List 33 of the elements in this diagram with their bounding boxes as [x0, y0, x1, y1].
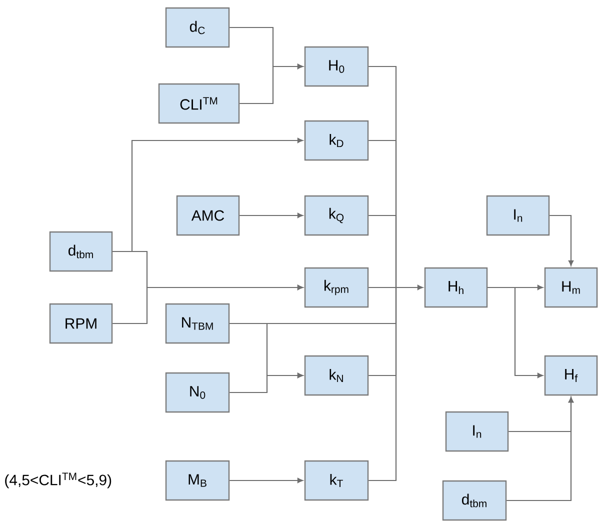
variable-box: I$_{n}$ — [486, 195, 550, 236]
variable-box: d$_{C}$ — [165, 7, 230, 48]
range-note: (4,5<CLI$^{TM}$<5,9) — [5, 472, 112, 488]
variable-box: H$_{m}$ — [544, 267, 598, 308]
variable-box: k$_{N}$ — [304, 355, 369, 396]
arrow — [230, 372, 303, 394]
variable-box: k$_{Q}$ — [304, 195, 369, 236]
variable-box: k$_{T}$ — [304, 460, 369, 501]
arrow — [488, 286, 543, 378]
variable-box: H$_{0}$ — [304, 46, 369, 87]
arrow — [240, 212, 303, 218]
arrow — [550, 214, 574, 266]
variable-box: H$_{f}$ — [544, 355, 598, 396]
connector-line — [368, 288, 397, 482]
variable-box: d$_{tbm}$ — [49, 231, 113, 272]
variable-box: k$_{rpm}$ — [304, 267, 369, 308]
variable-box: d$_{tbm}$ — [442, 480, 507, 521]
variable-box: N$_{0}$ — [165, 372, 230, 413]
variable-box: H$_{h}$ — [424, 267, 488, 308]
variable-box: I$_{n}$ — [445, 411, 509, 452]
arrow — [240, 64, 303, 104]
variable-box: AMC — [176, 195, 240, 236]
arrow — [506, 397, 574, 502]
variable-box: CLI$^{TM}$ — [158, 83, 240, 124]
arrow — [396, 284, 423, 290]
variable-box: k$_{D}$ — [304, 120, 369, 161]
connector-line — [368, 214, 397, 288]
variable-box: RPM — [49, 303, 113, 344]
variable-box: N$_{TBM}$ — [165, 303, 230, 344]
connector-line — [368, 286, 396, 288]
arrow — [230, 478, 303, 484]
arrow — [112, 284, 303, 324]
variable-box: M$_{B}$ — [165, 460, 230, 501]
